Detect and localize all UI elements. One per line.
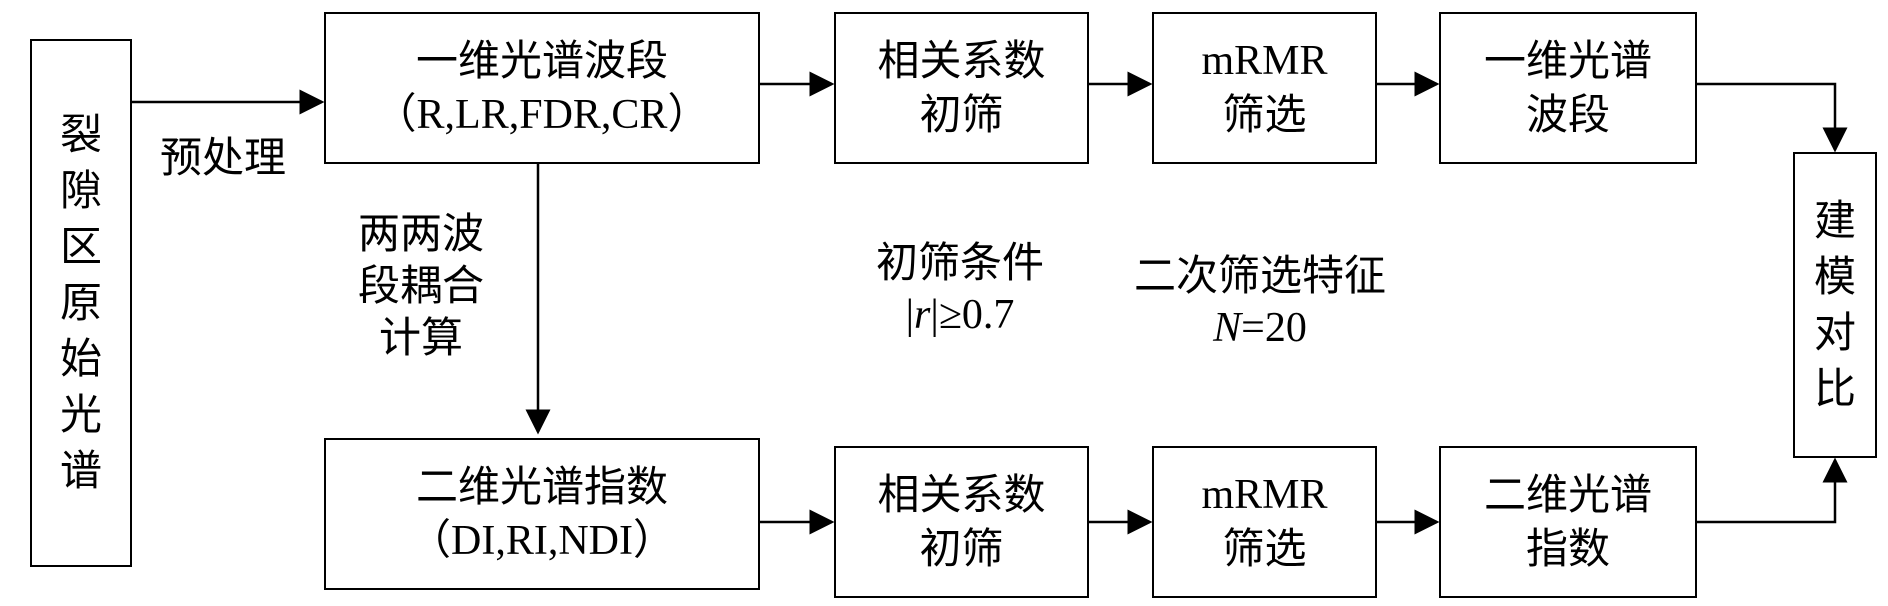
top-mrmr-box: mRMR 筛选	[1152, 12, 1377, 164]
secondary-feature-formula: N=20	[1100, 302, 1420, 354]
two-dim-index-box: 二维光谱指数 （DI,RI,NDI）	[324, 438, 760, 590]
raw-spectrum-box: 裂 隙 区 原 始 光 谱	[30, 39, 132, 567]
top-corr-filter-line2: 初筛	[919, 90, 1004, 139]
initial-condition-label: 初筛条件 |r|≥0.7	[840, 237, 1080, 341]
raw-spectrum-char: 原	[59, 278, 102, 327]
top-result-line2: 波段	[1525, 90, 1610, 139]
abs-bar-left: |	[905, 292, 915, 338]
bottom-result-line2: 指数	[1525, 524, 1610, 573]
top-result-line1: 一维光谱	[1483, 36, 1652, 85]
coupling-line: 计算	[378, 313, 463, 362]
top-result-box: 一维光谱 波段	[1439, 12, 1697, 164]
one-dim-band-title: 一维光谱波段	[415, 36, 668, 85]
top-mrmr-line1: mRMR	[1201, 38, 1328, 84]
bottom-mrmr-line1: mRMR	[1201, 472, 1328, 518]
coupling-line: 段耦合	[357, 261, 484, 310]
bottom-result-box: 二维光谱 指数	[1439, 446, 1697, 598]
raw-spectrum-char: 始	[59, 334, 102, 383]
model-comparison-box: 建 模 对 比	[1793, 152, 1877, 458]
arrow-top-to-model	[1695, 82, 1848, 153]
one-dim-band-types: （R,LR,FDR,CR）	[374, 92, 710, 138]
bottom-mrmr-line2: 筛选	[1222, 524, 1307, 573]
raw-spectrum-char: 区	[59, 222, 102, 271]
model-comparison-char: 建	[1813, 196, 1856, 245]
initial-condition-formula: |r|≥0.7	[840, 289, 1080, 341]
arrow-bottom-to-model	[1695, 457, 1848, 524]
feature-count-value: =20	[1241, 305, 1307, 351]
secondary-feature-label: 二次筛选特征 N=20	[1100, 250, 1420, 354]
model-comparison-char: 模	[1813, 252, 1856, 301]
secondary-feature-title: 二次筛选特征	[1133, 251, 1386, 300]
raw-spectrum-char: 隙	[59, 166, 102, 215]
initial-condition-title: 初筛条件	[875, 238, 1044, 287]
feature-count-symbol: N	[1213, 305, 1242, 351]
model-comparison-char: 对	[1813, 308, 1856, 357]
bottom-mrmr-box: mRMR 筛选	[1152, 446, 1377, 598]
bottom-result-line1: 二维光谱	[1483, 470, 1652, 519]
two-dim-index-title: 二维光谱指数	[415, 462, 668, 511]
raw-spectrum-char: 谱	[59, 446, 102, 495]
preprocess-label: 预处理	[160, 133, 287, 182]
coupling-line: 两两波	[357, 209, 484, 258]
two-dim-index-types: （DI,RI,NDI）	[409, 518, 675, 564]
raw-spectrum-char: 光	[59, 390, 102, 439]
top-corr-filter-line1: 相关系数	[877, 36, 1046, 85]
top-corr-filter-box: 相关系数 初筛	[834, 12, 1089, 164]
bottom-corr-filter-line1: 相关系数	[877, 470, 1046, 519]
bottom-corr-filter-line2: 初筛	[919, 524, 1004, 573]
top-mrmr-line2: 筛选	[1222, 90, 1307, 139]
threshold-value: ≥0.7	[938, 292, 1015, 338]
coupling-label: 两两波 段耦合 计算	[336, 208, 506, 364]
one-dim-band-box: 一维光谱波段 （R,LR,FDR,CR）	[324, 12, 760, 164]
bottom-corr-filter-box: 相关系数 初筛	[834, 446, 1089, 598]
model-comparison-char: 比	[1813, 364, 1856, 413]
abs-bar-right: |	[930, 292, 939, 338]
correlation-symbol: r	[914, 292, 931, 338]
raw-spectrum-char: 裂	[59, 110, 102, 159]
